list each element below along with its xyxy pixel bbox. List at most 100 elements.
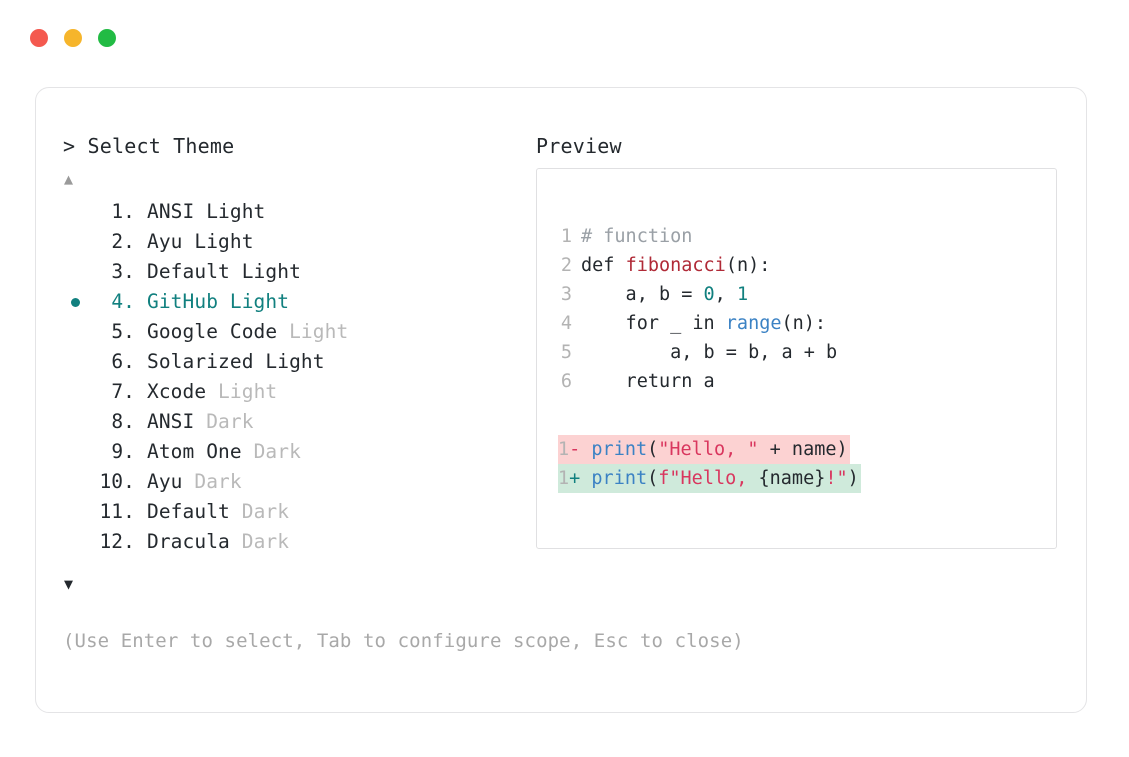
code-token: def (581, 255, 626, 276)
theme-list-item[interactable]: 1. ANSI Light (63, 197, 533, 227)
theme-index: 10. (99, 470, 135, 493)
theme-list-item[interactable]: 4. GitHub Light (63, 287, 533, 317)
theme-index: 8. (111, 410, 135, 433)
diff-line-content: 1+ print(f"Hello, {name}!") (558, 464, 861, 493)
code-token: a, b = (581, 284, 704, 305)
window-titlebar (30, 29, 116, 47)
theme-index: 4. (111, 290, 135, 313)
code-token: a, b = b, a + b (581, 342, 838, 363)
page-title: Select Theme (87, 134, 235, 158)
code-line: 5 a, b = b, a + b (558, 338, 837, 367)
code-token: ) (847, 468, 859, 489)
code-line: 1 # function (558, 222, 837, 251)
theme-name: ANSI (147, 410, 195, 433)
card-body: > Select Theme ▲ 1. ANSI Light 2. Ayu Light… (36, 88, 1086, 712)
code-line: 4 for _ in range(n): (558, 309, 837, 338)
diff-line-del: 1- print("Hello, " + name) (558, 435, 861, 464)
code-token: ( (647, 439, 659, 460)
code-token: !" (825, 468, 848, 489)
code-token: # function (581, 226, 693, 247)
theme-index: 9. (111, 440, 135, 463)
theme-list-item[interactable]: 5. Google Code Light (63, 317, 533, 347)
line-number: 1 (558, 468, 570, 489)
theme-variant: Light (277, 320, 349, 343)
line-number: 6 (560, 371, 572, 392)
code-token: 0 (703, 284, 715, 305)
theme-variant: Dark (229, 500, 290, 523)
code-token: "Hello, " (658, 439, 759, 460)
line-number: 1 (560, 226, 572, 247)
theme-name: Atom One (147, 440, 242, 463)
code-line: 6 return a (558, 367, 837, 396)
theme-name: GitHub Light (147, 290, 290, 313)
prompt-header: > Select Theme (63, 133, 533, 159)
theme-list-item[interactable]: 8. ANSI Dark (63, 407, 533, 437)
line-number: 4 (560, 313, 572, 334)
line-number: 2 (560, 255, 572, 276)
keyboard-hint: (Use Enter to select, Tab to configure s… (63, 630, 744, 652)
theme-index: 5. (111, 320, 135, 343)
code-token: ( (647, 468, 659, 489)
line-number: 5 (560, 342, 572, 363)
theme-variant: Dark (194, 410, 254, 433)
close-button[interactable] (30, 29, 48, 47)
diff-sign: + (569, 468, 592, 489)
theme-name: Default Light (147, 260, 301, 283)
theme-list-item[interactable]: 12. Dracula Dark (63, 527, 533, 557)
theme-list-item[interactable]: 7.Xcode Light (63, 377, 533, 407)
line-number: 1 (558, 439, 570, 460)
code-token: range (725, 313, 782, 334)
theme-name: Ayu (147, 470, 183, 493)
preview-title: Preview (536, 134, 622, 158)
theme-list-item[interactable]: 6.Solarized Light (63, 347, 533, 377)
theme-name: Dracula (147, 530, 230, 553)
theme-name: Ayu Light (147, 230, 254, 253)
code-token: return a (581, 371, 715, 392)
theme-list-column: > Select Theme ▲ 1. ANSI Light 2. Ayu Light… (63, 133, 533, 595)
theme-list-item[interactable]: 11. Default Dark (63, 497, 533, 527)
selected-bullet-icon (71, 298, 80, 307)
scroll-up-icon[interactable]: ▲ (64, 170, 74, 188)
theme-variant: Dark (241, 440, 301, 463)
theme-index: 6. (111, 350, 135, 373)
theme-name: Default (147, 500, 230, 523)
minimize-button[interactable] (64, 29, 82, 47)
theme-index: 11. (99, 500, 135, 523)
code-line: 3 a, b = 0, 1 (558, 280, 837, 309)
code-token: (n): (725, 255, 771, 276)
theme-list-item[interactable]: 10.Ayu Dark (63, 467, 533, 497)
theme-variant: Light (206, 380, 278, 403)
code-token: , (714, 284, 737, 305)
diff-sign: - (569, 439, 592, 460)
code-token: f"Hello, (658, 468, 759, 489)
maximize-button[interactable] (98, 29, 116, 47)
diff-line-content: 1- print("Hello, " + name) (558, 435, 850, 464)
theme-list-item[interactable]: 3.Default Light (63, 257, 533, 287)
code-token: (n): (781, 313, 827, 334)
code-token: + name) (758, 439, 848, 460)
theme-list-item[interactable]: 2. Ayu Light (63, 227, 533, 257)
code-token: print (591, 439, 648, 460)
theme-name: Google Code (147, 320, 278, 343)
prompt-chevron-icon: > (63, 134, 76, 158)
code-token: print (591, 468, 648, 489)
theme-list-item[interactable]: 9. Atom One Dark (63, 437, 533, 467)
theme-name: Xcode (147, 380, 207, 403)
code-token: fibonacci (625, 255, 726, 276)
theme-name: ANSI Light (147, 200, 266, 223)
line-number: 3 (560, 284, 572, 305)
theme-index: 12. (99, 530, 135, 553)
code-token: for _ in (581, 313, 726, 334)
theme-variant: Dark (229, 530, 290, 553)
scroll-down-icon[interactable]: ▼ (64, 575, 74, 593)
theme-selector-card: > Select Theme ▲ 1. ANSI Light 2. Ayu Light… (35, 87, 1087, 713)
code-line: 2 def fibonacci(n): (558, 251, 837, 280)
theme-index: 2. (111, 230, 135, 253)
theme-index: 1. (111, 200, 135, 223)
diff-line-add: 1+ print(f"Hello, {name}!") (558, 464, 861, 493)
diff-sample: 1- print("Hello, " + name)1+ print(f"Hel… (558, 435, 861, 493)
